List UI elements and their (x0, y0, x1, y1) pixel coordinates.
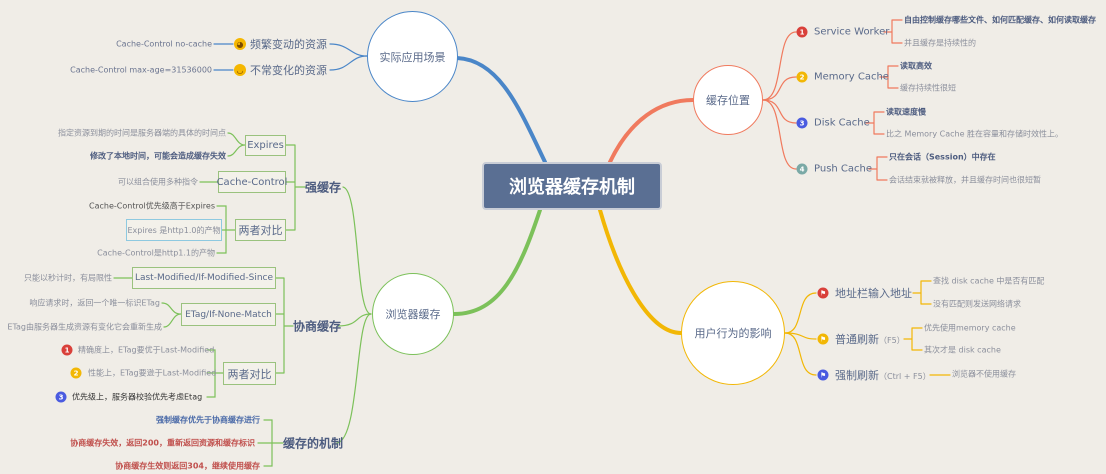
flag-red-icon: ⚑ (817, 287, 829, 299)
detail-text[interactable]: 只能以秒计时，有局限性 (24, 273, 112, 283)
detail-text[interactable]: 比之 Memory Cache 胜在容量和存储时效性上。 (886, 129, 1064, 139)
detail-text[interactable]: 优先使用memory cache (924, 323, 1016, 333)
detail-text[interactable]: 缓存持续性很短 (900, 83, 956, 93)
location-item[interactable]: Disk Cache (814, 117, 870, 129)
laughing-face-icon: ◕ (234, 38, 246, 50)
detail-text[interactable]: 其次才是 disk cache (924, 345, 1001, 355)
detail-text[interactable]: 响应请求时，返回一个唯一标识ETag (29, 298, 160, 308)
detail-text[interactable]: 没有匹配则发送网络请求 (933, 299, 1021, 309)
negotiate-compare-node[interactable]: 两者对比 (223, 362, 276, 385)
scenario-item[interactable]: 频繁变动的资源 (250, 38, 327, 51)
user-item-label: 地址栏输入地址 (835, 287, 912, 300)
location-node[interactable]: 缓存位置 (693, 65, 763, 135)
number-4-icon: 4 (796, 163, 808, 175)
detail-text[interactable]: 强制缓存优先于协商缓存进行 (156, 415, 260, 425)
scenario-detail[interactable]: Cache-Control no-cache (116, 39, 212, 49)
user-behavior-node[interactable]: 用户行为的影响 (681, 281, 785, 385)
detail-text[interactable]: 并且缓存是持续性的 (904, 38, 976, 48)
location-item[interactable]: Service Worker (814, 26, 890, 38)
user-item-label: 强制刷新 (835, 369, 879, 382)
scenario-title: 实际应用场景 (379, 50, 446, 64)
scenario-detail[interactable]: Cache-Control max-age=31536000 (70, 65, 212, 75)
detail-text[interactable]: 读取高效 (900, 61, 932, 71)
central-topic[interactable]: 浏览器缓存机制 (482, 162, 662, 210)
detail-text[interactable]: 浏览器不使用缓存 (952, 369, 1016, 379)
detail-text[interactable]: 只在会话（Session）中存在 (889, 152, 996, 162)
last-modified-node[interactable]: Last-Modified/If-Modified-Since (132, 267, 276, 289)
location-item[interactable]: Memory Cache (814, 71, 889, 83)
scenario-node[interactable]: 实际应用场景 (367, 11, 458, 102)
number-3-icon: 3 (796, 117, 808, 129)
detail-text[interactable]: 优先级上，服务器校验优先考虑Etag (72, 392, 203, 402)
user-item[interactable]: 地址栏输入地址 (835, 285, 912, 301)
detail-text[interactable]: 读取速度慢 (886, 107, 926, 117)
detail-text[interactable]: 协商缓存生效则返回304，继续使用缓存 (115, 461, 260, 471)
user-item-shortcut: （F5） (879, 336, 905, 345)
user-item[interactable]: 强制刷新（Ctrl + F5） (835, 367, 931, 383)
strong-compare-node[interactable]: 两者对比 (235, 219, 286, 241)
number-2-icon: 2 (796, 71, 808, 83)
detail-text[interactable]: 修改了本地时间，可能会造成缓存失效 (90, 151, 226, 161)
number-1-icon: 1 (796, 26, 808, 38)
user-item[interactable]: 普通刷新（F5） (835, 331, 905, 347)
detail-text[interactable]: 指定资源到期的时间是服务器端的具体的时间点 (58, 128, 226, 138)
detail-text[interactable]: 精确度上，ETag要优于Last-Modified (78, 345, 215, 355)
detail-text[interactable]: Cache-Control优先级高于Expires (89, 201, 215, 211)
user-item-shortcut: （Ctrl + F5） (879, 372, 931, 381)
browser-cache-node[interactable]: 浏览器缓存 (372, 273, 454, 355)
number-1-icon: 1 (61, 344, 73, 356)
negotiate-cache-node[interactable]: 协商缓存 (293, 319, 342, 334)
detail-text[interactable]: 可以组合使用多种指令 (118, 177, 198, 187)
flag-yellow-icon: ⚑ (817, 333, 829, 345)
strong-cache-node[interactable]: 强缓存 (305, 180, 342, 195)
etag-node[interactable]: ETag/If-None-Match (181, 303, 276, 326)
detail-text[interactable]: 性能上，ETag要逊于Last-Modified (88, 368, 217, 378)
smiling-face-icon: ◡ (234, 64, 246, 76)
flag-blue-icon: ⚑ (817, 369, 829, 381)
scenario-item[interactable]: 不常变化的资源 (250, 64, 327, 77)
detail-text[interactable]: 自由控制缓存哪些文件、如何匹配缓存、如何读取缓存 (904, 15, 1096, 25)
mechanism-node[interactable]: 缓存的机制 (283, 436, 344, 451)
user-item-label: 普通刷新 (835, 333, 879, 346)
user-behavior-title: 用户行为的影响 (694, 327, 772, 340)
detail-text[interactable]: 协商缓存失效，返回200，重新返回资源和缓存标识 (70, 438, 255, 448)
number-2-icon: 2 (70, 367, 82, 379)
detail-text[interactable]: ETag由服务器生成资源有变化它会重新生成 (7, 322, 162, 332)
browser-cache-title: 浏览器缓存 (385, 308, 441, 321)
expires-node[interactable]: Expires (245, 135, 286, 156)
detail-text[interactable]: Cache-Control是http1.1的产物 (97, 248, 215, 258)
location-title: 缓存位置 (706, 94, 750, 107)
detail-text[interactable]: 查找 disk cache 中是否有匹配 (933, 276, 1045, 286)
number-3-icon: 3 (55, 391, 67, 403)
location-item[interactable]: Push Cache (814, 163, 873, 175)
detail-text-boxed[interactable]: Expires 是http1.0的产物 (126, 219, 222, 241)
cache-control-node[interactable]: Cache-Control (217, 171, 287, 193)
detail-text[interactable]: 会话结束就被释放，并且缓存时间也很短暂 (889, 175, 1041, 185)
